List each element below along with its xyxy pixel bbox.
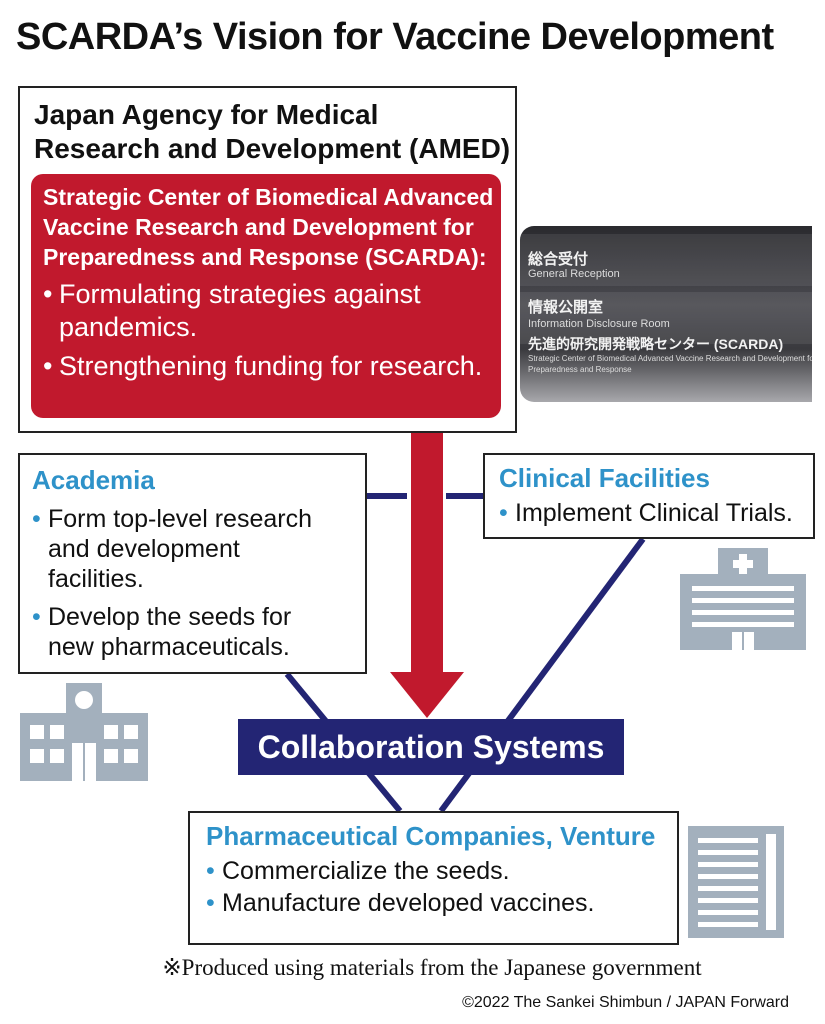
sign-text: Preparedness and Response — [528, 365, 632, 374]
academia-point-line: Develop the seeds for — [48, 603, 292, 631]
collaboration-systems-label: Collaboration Systems — [238, 719, 624, 775]
sign-text: General Reception — [528, 268, 620, 280]
academia-point: Develop the seeds for new pharmaceutical… — [32, 602, 365, 662]
scarda-point-line: Formulating strategies against — [59, 279, 421, 309]
academia-point-line: facilities. — [48, 565, 144, 593]
sign-text: Strategic Center of Biomedical Advanced … — [528, 354, 812, 363]
pharma-point: Commercialize the seeds. — [206, 856, 677, 886]
copyright: ©2022 The Sankei Shimbun / JAPAN Forward — [462, 994, 789, 1011]
page-title: SCARDA’s Vision for Vaccine Development — [16, 16, 774, 58]
source-note: ※Produced using materials from the Japan… — [162, 955, 702, 980]
academia-point: Form top-level research and development … — [32, 504, 365, 594]
clinical-facilities-box: Clinical Facilities Implement Clinical T… — [483, 453, 815, 539]
clinical-point: Implement Clinical Trials. — [499, 498, 813, 528]
pharma-points: Commercialize the seeds. Manufacture dev… — [206, 856, 677, 918]
clinical-facilities-title: Clinical Facilities — [499, 463, 710, 493]
scarda-name: Strategic Center of Biomedical Advanced … — [43, 182, 494, 272]
pharma-point-line: Commercialize the seeds. — [222, 857, 510, 885]
scarda-name-line: Preparedness and Response (SCARDA): — [43, 244, 487, 270]
amed-name-line: Japan Agency for Medical — [34, 99, 379, 130]
scarda-point-line: pandemics. — [59, 312, 198, 342]
amed-name-line: Research and Development (AMED) — [34, 133, 511, 164]
scarda-panel: Strategic Center of Biomedical Advanced … — [31, 174, 501, 418]
academia-point-line: Form top-level research — [48, 505, 312, 533]
office-building-icon — [688, 826, 784, 938]
pharma-point: Manufacture developed vaccines. — [206, 888, 677, 918]
university-building-icon — [20, 683, 148, 781]
academia-point-line: and development — [48, 535, 240, 563]
sign-text: 先進的研究開発戦略センター (SCARDA) — [528, 336, 784, 352]
academia-box: Academia Form top-level research and dev… — [18, 453, 367, 674]
scarda-point: Formulating strategies against pandemics… — [43, 278, 491, 344]
sign-text: 情報公開室 — [528, 299, 604, 316]
academia-title: Academia — [32, 465, 155, 495]
scarda-arrow — [390, 418, 464, 718]
scarda-name-line: Strategic Center of Biomedical Advanced — [43, 184, 494, 210]
sign-text: Information Disclosure Room — [528, 318, 670, 330]
academia-point-line: new pharmaceuticals. — [48, 633, 290, 661]
hospital-building-icon — [680, 548, 806, 650]
clinical-point-line: Implement Clinical Trials. — [515, 499, 793, 527]
scarda-point: Strengthening funding for research. — [43, 350, 491, 383]
signage-photo: 総合受付 General Reception 情報公開室 Information… — [520, 226, 812, 402]
pharma-companies-box: Pharmaceutical Companies, Venture Commer… — [188, 811, 679, 945]
amed-name: Japan Agency for Medical Research and De… — [34, 98, 511, 166]
pharma-companies-title: Pharmaceutical Companies, Venture — [206, 821, 656, 851]
sign-text: 総合受付 — [528, 251, 589, 268]
scarda-points: Formulating strategies against pandemics… — [43, 278, 491, 383]
academia-points: Form top-level research and development … — [32, 504, 365, 662]
clinical-points: Implement Clinical Trials. — [499, 498, 813, 528]
pharma-point-line: Manufacture developed vaccines. — [222, 889, 595, 917]
scarda-point-line: Strengthening funding for research. — [59, 351, 483, 381]
scarda-name-line: Vaccine Research and Development for — [43, 214, 474, 240]
